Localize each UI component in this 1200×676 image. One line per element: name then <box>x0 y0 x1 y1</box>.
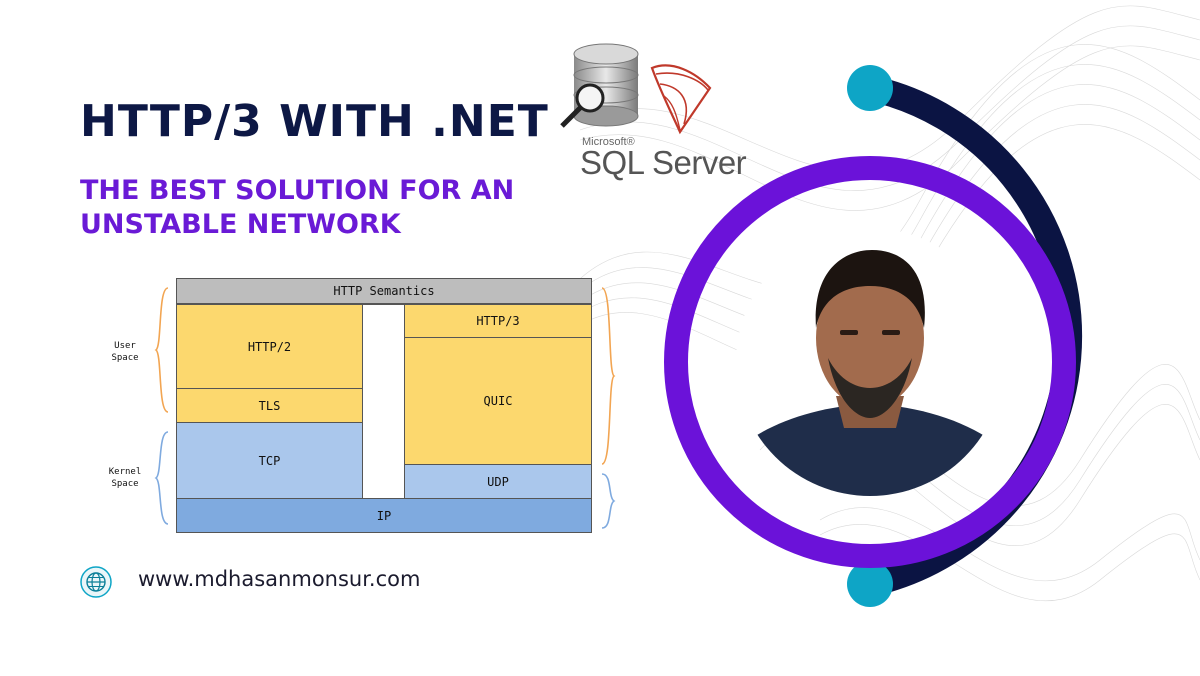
database-search-icon <box>560 43 712 135</box>
http3-kernel-brace <box>601 473 616 529</box>
page-title: HTTP/3 WITH .NET <box>80 96 549 147</box>
http3-user-brace <box>601 287 616 465</box>
quic-layer: QUIC <box>404 337 592 465</box>
http2-layer: HTTP/2 <box>176 304 363 389</box>
user-space-label: User Space <box>111 341 139 363</box>
sql-server-logo: Microsoft® SQL Server <box>560 40 750 190</box>
http-semantics-layer: HTTP Semantics <box>176 278 592 304</box>
page-subtitle: THE BEST SOLUTION FOR AN UNSTABLE NETWOR… <box>80 175 515 240</box>
tcp-layer: TCP <box>176 422 363 499</box>
profile-ring-art <box>664 65 1083 607</box>
globe-icon <box>80 566 112 598</box>
person-avatar-icon <box>736 228 1004 496</box>
ip-layer: IP <box>176 498 592 533</box>
protocol-stack-diagram: User Space Kernel Space HTTP Semantics H… <box>96 276 626 541</box>
profile-photo <box>736 228 1004 496</box>
logo-brand-small: Microsoft® <box>582 136 635 148</box>
logo-brand-text: SQL Server <box>580 144 747 181</box>
kernel-space-label: Kernel Space <box>108 467 142 489</box>
gap-column <box>362 304 405 499</box>
website-link[interactable]: www.mdhasanmonsur.com <box>138 567 421 591</box>
kernel-space-brace <box>154 431 169 525</box>
http3-layer: HTTP/3 <box>404 304 592 338</box>
user-space-brace <box>154 287 169 413</box>
udp-layer: UDP <box>404 464 592 499</box>
tls-layer: TLS <box>176 388 363 423</box>
